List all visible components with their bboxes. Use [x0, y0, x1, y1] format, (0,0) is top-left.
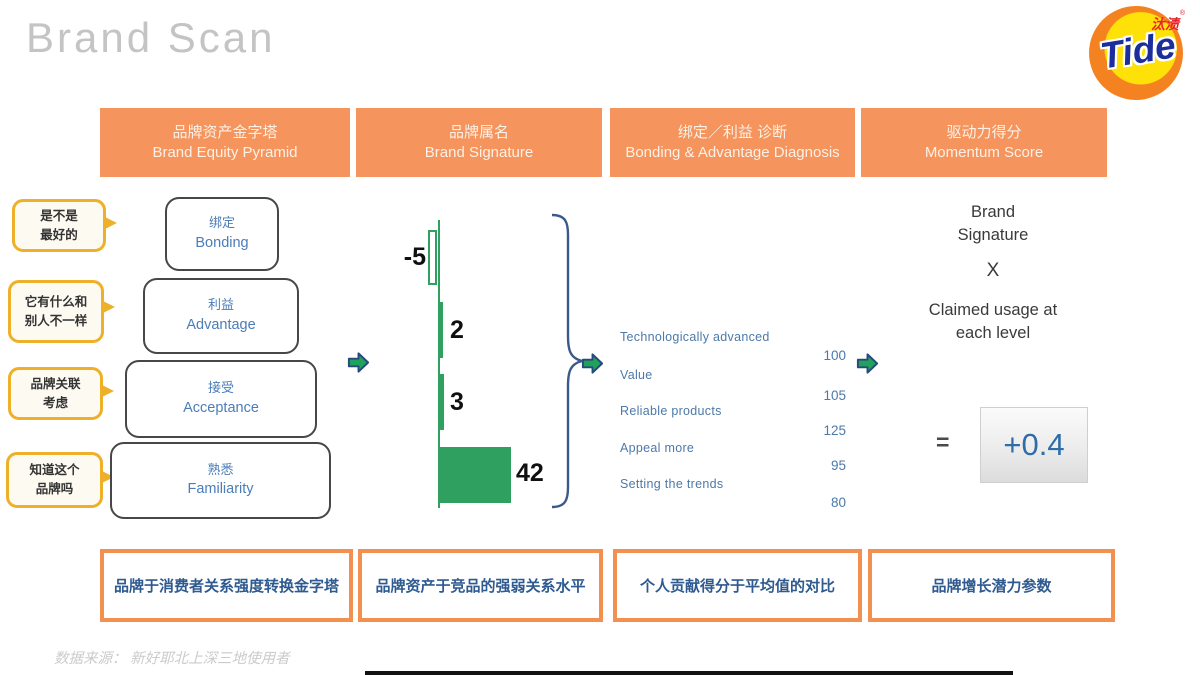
diagnosis-score: 95 [830, 458, 846, 473]
bar-value-label: 2 [450, 316, 464, 344]
formula-line: each level [955, 324, 1031, 343]
formula-line: Brand [970, 203, 1016, 221]
diagnosis-attribute: Reliable products [620, 404, 722, 418]
bubble-line: 知道这个 [29, 463, 80, 478]
diagnosis-attribute: Appeal more [620, 441, 695, 455]
footer-box-diagnosis: 个人贡献得分于平均值的对比 [613, 549, 862, 622]
pyramid-level-acceptance: 接受 Acceptance [125, 360, 317, 438]
tide-logo-circle-icon [1089, 6, 1183, 100]
bottom-divider-bar [365, 671, 1013, 675]
bubble-line: 品牌关联 [30, 376, 81, 391]
header-en: Brand Equity Pyramid [152, 143, 298, 161]
footer-box-pyramid: 品牌于消费者关系强度转换金字塔 [100, 549, 353, 622]
momentum-formula-top: Brand Signature [920, 201, 1066, 247]
momentum-score-box: +0.4 [980, 407, 1088, 483]
equals-sign: = [936, 429, 950, 455]
header-en: Brand Signature [424, 143, 534, 161]
header-en: Bonding & Advantage Diagnosis [625, 143, 840, 161]
bubble-line: 品牌吗 [35, 482, 74, 496]
bubble-line: 别人不一样 [24, 313, 88, 328]
column-header-bonding-advantage-diagnosis: 绑定／利益 诊断 Bonding & Advantage Diagnosis [610, 108, 855, 177]
bar-value-label: 42 [516, 459, 544, 487]
bubble-tail-icon [101, 300, 115, 315]
question-bubble-association: 品牌关联 考虑 [8, 367, 114, 420]
formula-line: Signature [957, 226, 1029, 245]
footer-box-momentum: 品牌增长潜力参数 [868, 549, 1115, 622]
bar-value-label: 3 [450, 388, 464, 416]
bubble-tail-icon [100, 384, 114, 399]
flow-arrow-icon [347, 352, 370, 373]
formula-line: Claimed usage at [928, 301, 1058, 319]
pyramid-level-familiarity: 熟悉 Familiarity [110, 442, 331, 519]
diagnosis-score: 105 [823, 388, 846, 403]
column-header-brand-equity-pyramid: 品牌资产金字塔 Brand Equity Pyramid [100, 108, 350, 177]
flow-arrow-icon [856, 353, 879, 374]
diagnosis-attribute: Value [620, 368, 653, 382]
question-bubble-best: 是不是 最好的 [12, 199, 117, 252]
page-title: Brand Scan [26, 14, 276, 61]
diagnosis-score: 125 [823, 423, 846, 438]
bar-bonding [428, 230, 437, 285]
diagnosis-score: 80 [830, 495, 846, 510]
question-bubble-different: 它有什么和 别人不一样 [8, 280, 115, 343]
header-en: Momentum Score [924, 143, 1044, 161]
registered-mark: ® [1179, 10, 1185, 17]
question-bubble-awareness: 知道这个 品牌吗 [6, 452, 114, 508]
pyramid-level-advantage: 利益 Advantage [143, 278, 299, 354]
bar-acceptance [439, 374, 444, 430]
bar-advantage [439, 302, 443, 358]
diagnosis-score: 100 [823, 348, 846, 363]
header-cn: 绑定／利益 诊断 [677, 123, 788, 141]
momentum-score-value: +0.4 [1003, 427, 1065, 462]
bubble-line: 最好的 [40, 227, 78, 242]
bar-chart-zero-axis [438, 220, 440, 508]
pyramid-label-cn: 利益 [207, 297, 234, 313]
bar-value-label: -5 [403, 243, 426, 271]
curly-brace-icon [551, 213, 583, 509]
pyramid-label-en: Familiarity [187, 481, 254, 498]
source-note: 数据来源： 新好耶北上深三地使用者 [54, 651, 290, 667]
column-header-momentum-score: 驱动力得分 Momentum Score [861, 108, 1107, 177]
bubble-line: 是不是 [40, 208, 78, 223]
bar-familiarity [439, 447, 511, 503]
pyramid-label-en: Advantage [186, 316, 256, 333]
tide-logo-chinese-name: 汰渍 [1151, 16, 1179, 32]
header-cn: 驱动力得分 [946, 123, 1022, 141]
tide-logo: 汰渍 ® Tide [1089, 6, 1185, 100]
column-header-brand-signature: 品牌属名 Brand Signature [356, 108, 602, 177]
pyramid-label-cn: 绑定 [208, 215, 235, 231]
pyramid-level-bonding: 绑定 Bonding [165, 197, 279, 271]
bubble-tail-icon [103, 216, 117, 231]
bubble-line: 它有什么和 [24, 294, 88, 309]
diagnosis-attribute: Technologically advanced [620, 330, 770, 344]
diagnosis-attribute: Setting the trends [620, 477, 724, 491]
flow-arrow-icon [581, 353, 604, 374]
pyramid-label-cn: 熟悉 [207, 461, 234, 477]
momentum-formula-bottom: Claimed usage at each level [898, 299, 1088, 345]
multiply-operator: X [986, 260, 1000, 281]
header-cn: 品牌属名 [448, 123, 509, 141]
pyramid-label-en: Acceptance [183, 399, 259, 416]
bubble-line: 考虑 [42, 395, 68, 410]
pyramid-label-cn: 接受 [207, 380, 234, 396]
header-cn: 品牌资产金字塔 [172, 123, 278, 141]
pyramid-label-en: Bonding [195, 234, 249, 251]
footer-box-signature: 品牌资产于竞品的强弱关系水平 [358, 549, 603, 622]
